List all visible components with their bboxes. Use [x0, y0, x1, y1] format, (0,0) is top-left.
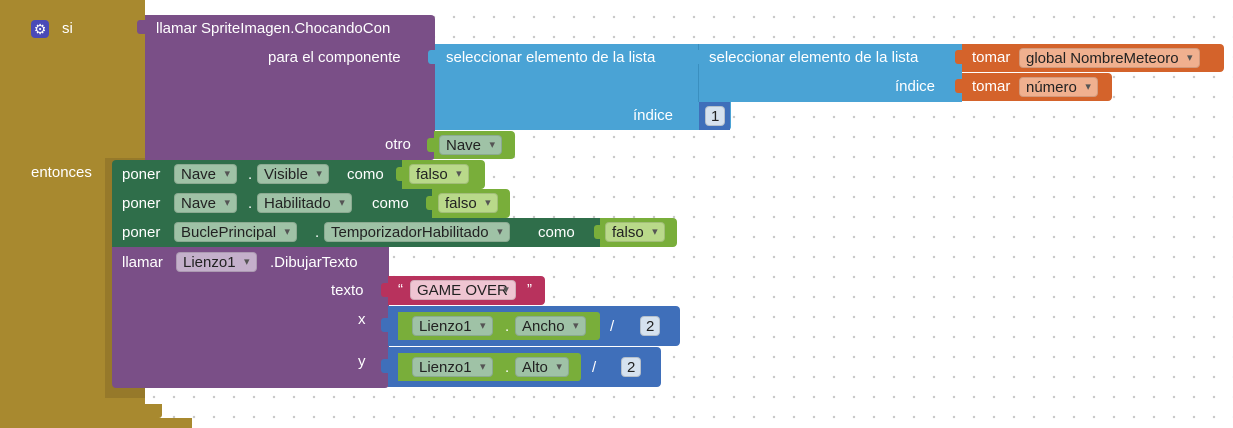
set-enabled-component-dropdown[interactable]: Nave: [174, 193, 238, 213]
set-timer-keyword: poner: [122, 224, 161, 241]
set-timer-value-dropdown[interactable]: falso: [605, 222, 665, 242]
x-divisor-field[interactable]: 2: [640, 316, 661, 336]
set-enabled-as-label: como: [372, 195, 409, 212]
if-label: si: [62, 20, 73, 37]
set-enabled-property-dropdown[interactable]: Habilitado: [257, 193, 352, 213]
if-then-block-bottom-lip: [20, 404, 162, 418]
set-timer-value-connector: [594, 225, 602, 239]
get-number-label: tomar: [972, 78, 1011, 95]
global-variable-dropdown[interactable]: global NombreMeteoro: [1019, 48, 1200, 68]
y-divide-connector: [381, 359, 389, 373]
x-width-property-dropdown[interactable]: Ancho: [515, 316, 586, 336]
y-height-component-dropdown[interactable]: Lienzo1: [412, 357, 493, 377]
set-timer-property-dropdown[interactable]: TemporizadorHabilitado: [324, 222, 510, 242]
y-height-dot: .: [505, 359, 510, 376]
if-then-block-top-tab: [110, 0, 144, 6]
set-enabled-value-connector: [426, 196, 434, 210]
text-string-connector: [381, 283, 389, 297]
set-enabled-dot: .: [248, 195, 253, 212]
quote-close-icon: ”: [527, 281, 532, 298]
text-string-field[interactable]: GAME OVER: [410, 280, 516, 300]
list-select-outer-block[interactable]: [435, 44, 731, 130]
x-divide-operator: /: [610, 318, 615, 335]
collide-call-block[interactable]: [145, 15, 435, 160]
set-visible-value-connector: [396, 167, 404, 181]
index-number-field[interactable]: 1: [705, 106, 726, 126]
collide-call-connector: [137, 20, 145, 34]
set-visible-keyword: poner: [122, 166, 161, 183]
component-socket-label: para el componente: [268, 49, 401, 66]
set-enabled-keyword: poner: [122, 195, 161, 212]
set-enabled-value-dropdown[interactable]: falso: [438, 193, 498, 213]
set-visible-dot: .: [248, 166, 253, 183]
set-visible-as-label: como: [347, 166, 384, 183]
list-select-inner-connector: [692, 50, 700, 64]
list-select-outer-index-label: índice: [633, 107, 674, 124]
gear-icon[interactable]: ⚙: [31, 20, 49, 38]
if-then-block-bottom-bar: [0, 418, 192, 428]
text-socket-label: texto: [331, 282, 364, 299]
set-visible-value-dropdown[interactable]: falso: [409, 164, 469, 184]
list-select-inner-block[interactable]: [698, 44, 962, 102]
x-width-component-dropdown[interactable]: Lienzo1: [412, 316, 493, 336]
y-divide-operator: /: [592, 359, 597, 376]
draw-text-keyword: llamar: [122, 254, 163, 271]
draw-text-method: .DibujarTexto: [270, 254, 358, 271]
x-divide-connector: [381, 318, 389, 332]
x-socket-label: x: [358, 311, 366, 328]
list-select-inner-index-label: índice: [895, 78, 936, 95]
local-variable-dropdown[interactable]: número: [1019, 77, 1098, 97]
y-socket-label: y: [358, 353, 366, 370]
list-select-outer-connector: [428, 50, 436, 64]
quote-open-icon: “: [398, 281, 403, 298]
collide-call-title: llamar SpriteImagen.ChocandoCon: [156, 20, 391, 37]
get-number-connector: [955, 79, 963, 93]
other-component-dropdown[interactable]: Nave: [439, 135, 503, 155]
set-timer-component-dropdown[interactable]: BuclePrincipal: [174, 222, 298, 242]
list-select-inner-label: seleccionar elemento de la lista: [709, 49, 919, 66]
set-timer-dot: .: [315, 224, 320, 241]
list-select-outer-label: seleccionar elemento de la lista: [446, 49, 656, 66]
x-width-dot: .: [505, 318, 510, 335]
set-visible-component-dropdown[interactable]: Nave: [174, 164, 238, 184]
y-height-property-dropdown[interactable]: Alto: [515, 357, 569, 377]
get-global-label: tomar: [972, 49, 1011, 66]
other-socket-label: otro: [385, 136, 411, 153]
other-component-connector: [427, 138, 435, 152]
set-timer-as-label: como: [538, 224, 575, 241]
draw-text-component-dropdown[interactable]: Lienzo1: [176, 252, 257, 272]
then-label: entonces: [31, 164, 92, 181]
get-global-connector: [955, 50, 963, 64]
y-divisor-field[interactable]: 2: [621, 357, 642, 377]
set-visible-property-dropdown[interactable]: Visible: [257, 164, 329, 184]
